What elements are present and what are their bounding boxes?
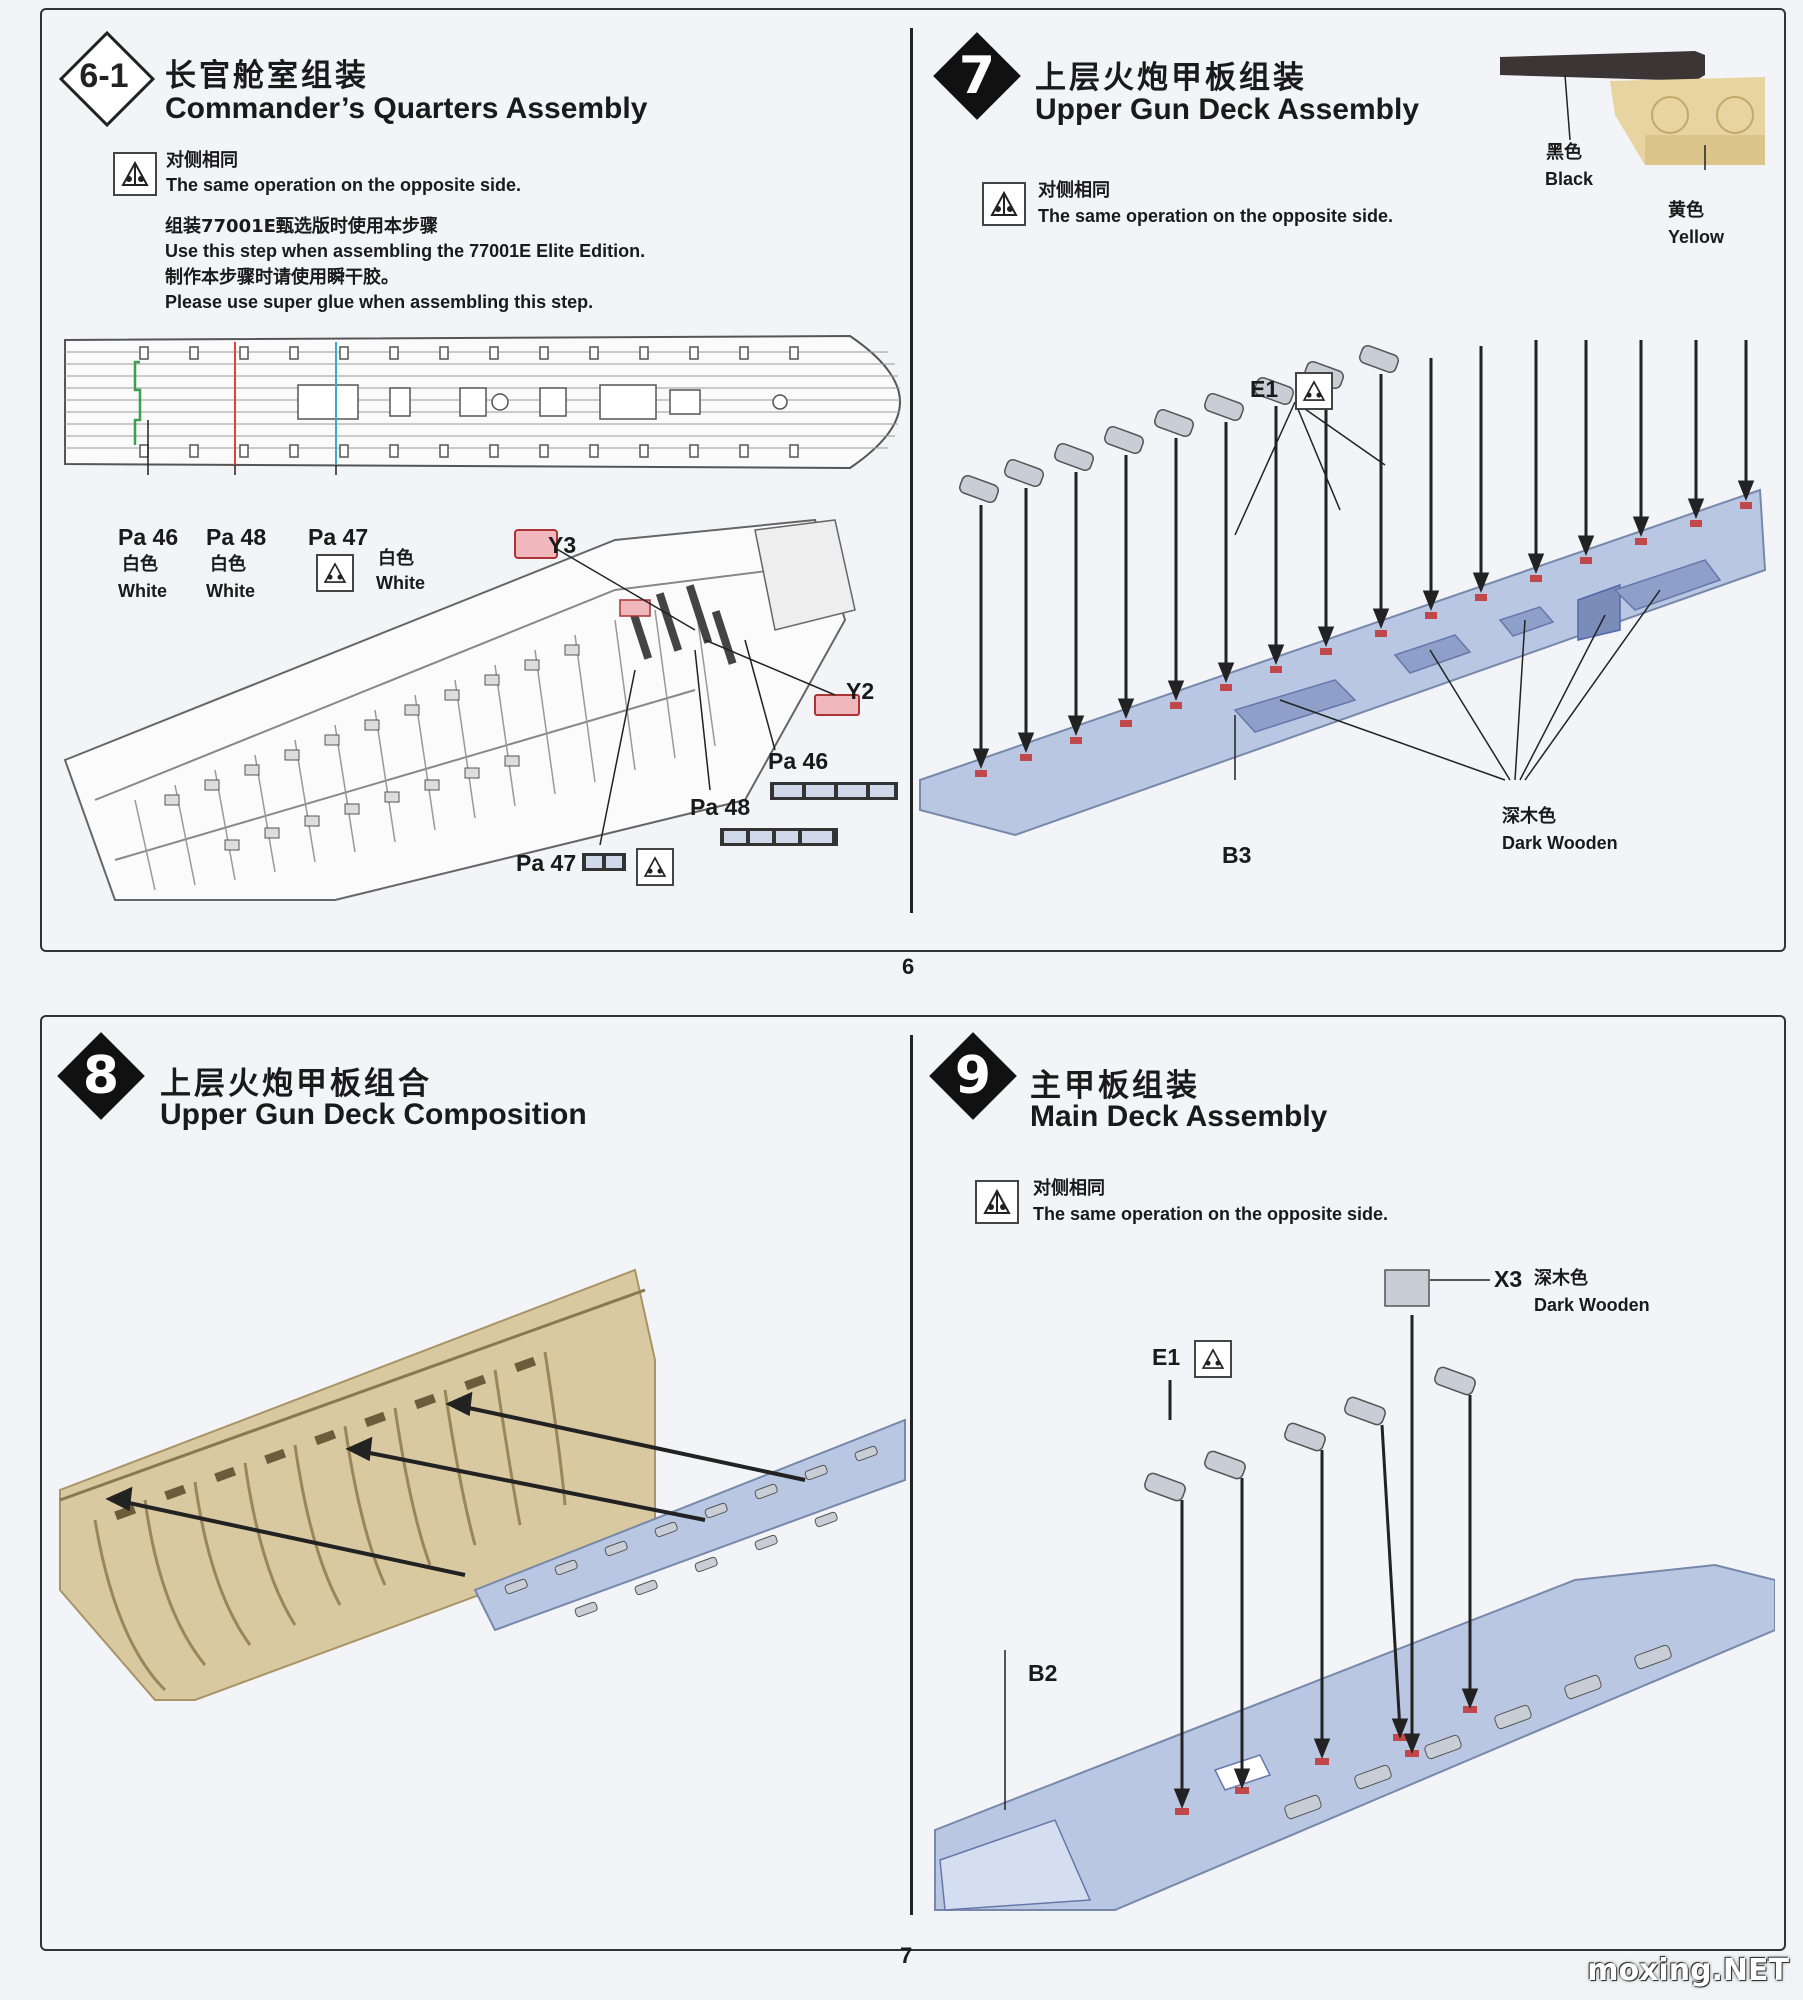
step-number-7: 7 [958, 46, 996, 106]
color-white-cn-c: 白色 [378, 548, 414, 569]
part-label-pa47-b: Pa 47 [516, 850, 577, 876]
color-black-cn: 黑色 [1546, 142, 1582, 163]
part-label-e1-top: E1 [1250, 376, 1279, 402]
cannon-color-guide [1500, 51, 1765, 170]
panel-divider-bottom [910, 1035, 913, 1915]
page-number-6: 6 [902, 954, 915, 979]
color-dark-wooden-en-top: Dark Wooden [1502, 833, 1618, 853]
part-sprue-strips [582, 782, 898, 871]
part-label-pa48-a: Pa 48 [206, 524, 267, 550]
step-8-title-cn: 上层火炮甲板组合 [160, 1066, 432, 1102]
color-white-cn-b: 白色 [210, 554, 246, 575]
mirror-side-icon [1194, 1340, 1232, 1378]
hull-illustration-6-1 [63, 518, 860, 901]
step-9-title-cn: 主甲板组装 [1030, 1068, 1200, 1104]
step-6-1-instr-en-1: Use this step when assembling the 77001E… [165, 241, 646, 261]
step-6-1-title-cn: 长官舱室组装 [165, 58, 369, 94]
part-label-pa46-a: Pa 46 [118, 524, 179, 550]
step-8-title-en: Upper Gun Deck Composition [160, 1098, 587, 1131]
step-number-6-1: 6-1 [79, 56, 129, 95]
step-number-9: 9 [954, 1046, 992, 1106]
color-white-cn-a: 白色 [122, 554, 158, 575]
color-yellow-en: Yellow [1668, 227, 1725, 247]
panel-divider-top [910, 28, 913, 913]
step-6-1-instr-cn-1: 组装77001E甄选版时使用本步骤 [165, 216, 438, 237]
step-6-1-instr-cn-2: 制作本步骤时请使用瞬干胶。 [165, 267, 399, 288]
mirror-side-icon [316, 554, 354, 592]
color-dark-wooden-cn-bottom: 深木色 [1534, 1268, 1588, 1289]
step-6-1-title-en: Commander’s Quarters Assembly [165, 92, 648, 125]
step-7-title-cn: 上层火炮甲板组装 [1035, 60, 1307, 96]
color-white-en-c: White [376, 573, 425, 593]
step-9-note-en: The same operation on the opposite side. [1033, 1204, 1389, 1224]
step-6-1-note-en: The same operation on the opposite side. [166, 175, 522, 195]
deck-plan-illustration [64, 334, 902, 475]
part-label-pa46-b: Pa 46 [768, 748, 829, 774]
mirror-side-icon [982, 182, 1026, 226]
main-deck-illustration [934, 1269, 1775, 1911]
step-7-title-en: Upper Gun Deck Assembly [1035, 93, 1420, 126]
color-dark-wooden-cn-top: 深木色 [1502, 806, 1556, 827]
hull-composition-illustration [59, 1268, 906, 1701]
part-label-pa48-b: Pa 48 [690, 794, 751, 820]
color-white-en-b: White [206, 581, 255, 601]
color-dark-wooden-en-bottom: Dark Wooden [1534, 1295, 1650, 1315]
mirror-side-icon [975, 1180, 1019, 1224]
part-label-e1-bottom: E1 [1152, 1344, 1181, 1370]
part-label-b3: B3 [1222, 842, 1252, 868]
color-yellow-cn: 黄色 [1668, 200, 1704, 221]
mirror-side-icon [636, 848, 674, 886]
watermark: moxing.NET [1587, 1953, 1789, 1988]
step-9-note-cn: 对侧相同 [1033, 1178, 1105, 1199]
part-label-b2: B2 [1028, 1660, 1058, 1686]
step-6-1-instr-en-2: Please use super glue when assembling th… [165, 292, 594, 312]
color-white-en-a: White [118, 581, 167, 601]
step-7-note-cn: 对侧相同 [1038, 180, 1110, 201]
mirror-side-icon [113, 152, 157, 196]
step-7-note-en: The same operation on the opposite side. [1038, 206, 1394, 226]
part-label-pa47-a: Pa 47 [308, 524, 369, 550]
color-black-en: Black [1545, 169, 1594, 189]
step-6-1-note-cn: 对侧相同 [166, 150, 238, 171]
upper-gun-deck-illustration [919, 340, 1767, 837]
step-9-title-en: Main Deck Assembly [1030, 1100, 1328, 1133]
page-number-7: 7 [900, 1943, 913, 1968]
mirror-side-icon [1295, 372, 1333, 410]
part-label-x3: X3 [1494, 1266, 1523, 1292]
part-label-y3: Y3 [548, 532, 577, 558]
step-number-8: 8 [82, 1046, 120, 1106]
part-label-y2: Y2 [846, 678, 875, 704]
